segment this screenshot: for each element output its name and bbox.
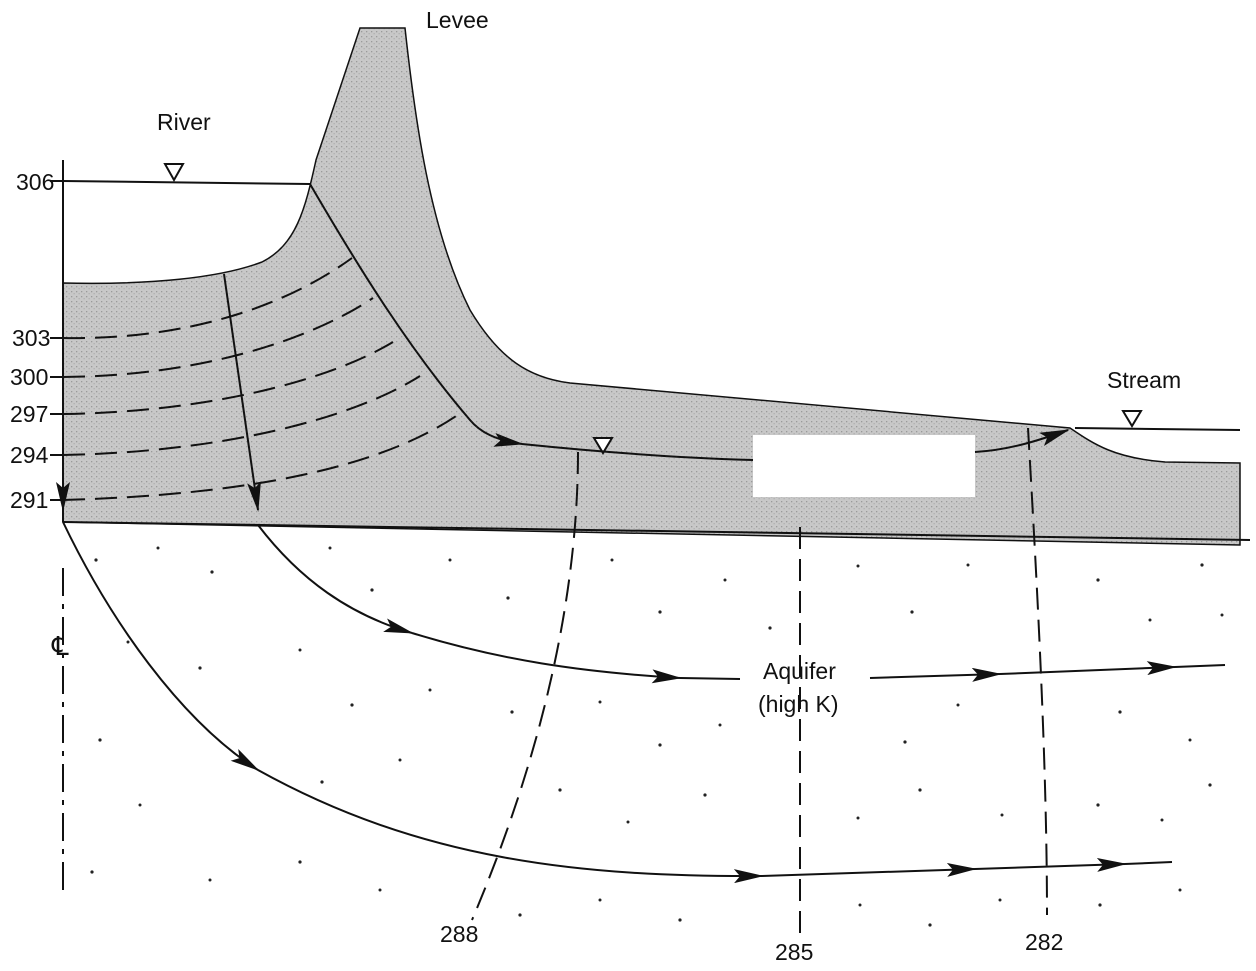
head-label-303: 303 [12, 325, 50, 351]
aquifer-flowlines [62, 521, 1226, 884]
head-label-288: 288 [440, 921, 478, 947]
stream-label: Stream [1107, 367, 1181, 393]
head-label-294: 294 [10, 442, 49, 468]
head-label-297: 297 [10, 401, 48, 427]
centerline-symbol-icon: ℄ [51, 631, 69, 661]
water-table-triangle-icon [1121, 410, 1143, 428]
head-ticks [50, 180, 63, 501]
river-water-surface [62, 180, 311, 185]
stream-water-surface [1074, 427, 1241, 431]
water-table-triangle-icon [592, 437, 614, 455]
head-label-285: 285 [775, 939, 813, 965]
clay-equipotentials [62, 257, 463, 501]
head-label-291: 291 [10, 487, 48, 513]
clay-layer [62, 27, 1241, 546]
head-label-282: 282 [1025, 929, 1063, 955]
head-label-300: 300 [10, 364, 48, 390]
water-table-triangle-icon [163, 163, 185, 183]
head-label-306: 306 [16, 169, 54, 195]
clay-aquifer-boundary [62, 521, 1251, 541]
aquifer-label: Aquifer [763, 658, 836, 684]
aquifer-stipple [90, 546, 1224, 927]
aquifer-equipotentials [471, 427, 1048, 935]
clay-flowlines [56, 181, 1070, 512]
blank-box [753, 435, 975, 497]
river-label: River [157, 109, 211, 135]
levee-label: Levee [426, 7, 489, 33]
aquifer-k-label: (high K) [758, 691, 839, 717]
